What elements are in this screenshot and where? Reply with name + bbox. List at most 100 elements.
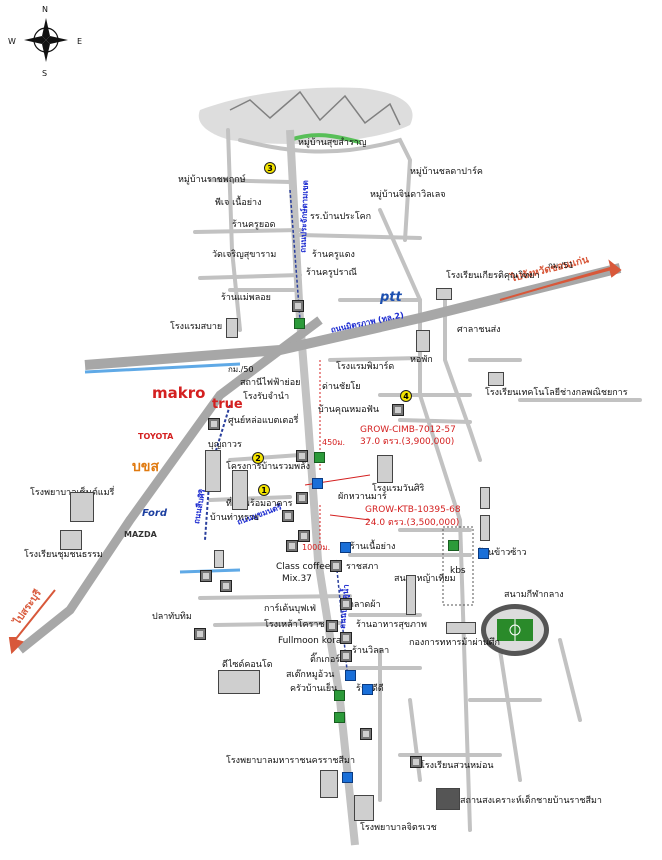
- label-stadium: สนามกีฬากลาง: [504, 590, 564, 600]
- label-mix37: Mix.37: [282, 574, 312, 584]
- label-ban-khun-moh: บ้านคุณหมอฟัน: [318, 405, 380, 415]
- label-km50: กม./50: [228, 365, 254, 374]
- label-ban-nueaang: ร้านเนื้อย่าง: [350, 542, 396, 552]
- hill-area: [198, 87, 413, 145]
- poi-square: [194, 628, 206, 640]
- poi-square: [220, 580, 232, 592]
- label-chef-inter: สนามหญ้าเทียม: [394, 574, 456, 584]
- label-school-kiat: โรงเรียนเกียรติคุณวิทยา: [446, 271, 540, 281]
- poi-square: [292, 300, 304, 312]
- green-poi: [448, 540, 459, 551]
- poi-square: [296, 492, 308, 504]
- building-right-3: [406, 575, 416, 615]
- building-center-2: [232, 470, 248, 510]
- building-wansiri: [377, 455, 393, 483]
- blue-poi: [478, 548, 489, 559]
- label-dist-1000: 1000ม.: [302, 543, 331, 552]
- label-village-chinda: หมู่บ้านจินดาวิลเลจ: [370, 190, 446, 200]
- blue-poi: [340, 542, 351, 553]
- label-land-sale: ที่ดินพร้อมอาคาร: [226, 499, 293, 509]
- poi-square: [330, 560, 342, 572]
- label-school-prakhok: รร.บ้านประโคก: [310, 212, 372, 222]
- label-grow-ktb-area: 24.0 ตรว.(3,500,000): [365, 518, 460, 528]
- label-pha-korat: ตลาดผ้า: [348, 600, 381, 610]
- building-hospital-maharat: [320, 770, 338, 798]
- blue-poi: [362, 684, 373, 695]
- marker-2[interactable]: 2: [252, 452, 264, 464]
- blue-poi: [345, 670, 356, 681]
- marker-4[interactable]: 4: [400, 390, 412, 402]
- label-dist-450: 450ม.: [322, 438, 346, 447]
- poi-square: [200, 570, 212, 582]
- label-wat: วัดเจริญสุขาราม: [212, 250, 277, 260]
- building-center-1: [214, 550, 224, 568]
- toyota-logo: TOYOTA: [138, 432, 174, 441]
- building-school-chumchon: [60, 530, 82, 550]
- building-school-tech: [488, 372, 504, 386]
- ford-logo: Ford: [142, 508, 168, 519]
- label-chitchai: ร้านวิลลา: [352, 646, 390, 656]
- label-suppers-chit: ร้านอาหารสุขภาพ: [356, 620, 427, 630]
- label-sakhon: สเต๊กหมูอ้วน: [286, 670, 335, 680]
- label-ran-maepoy: ร้านแม่พลอย: [221, 293, 271, 303]
- label-fullmoon: Fullmoon korat: [278, 636, 345, 646]
- poi-square: [282, 510, 294, 522]
- poi-square: [296, 450, 308, 462]
- poi-square: [340, 632, 352, 644]
- label-village-suksamran: หมู่บ้านสุขสำราญ: [298, 138, 367, 148]
- label-post: กองการทหารม้าผ่านศึก: [409, 638, 500, 648]
- label-hotel-sabai: โรงแรมสบาย: [170, 322, 223, 332]
- label-kbs: kbs: [450, 566, 466, 576]
- poi-square: [392, 404, 404, 416]
- blue-poi: [312, 478, 323, 489]
- label-ran-khrulek: ร้านครูแดง: [312, 250, 355, 260]
- label-ban-tha-sai: บ้านท่าทราย: [210, 513, 259, 523]
- building-sathan: [436, 788, 460, 810]
- label-pho: หอพัก: [410, 355, 433, 365]
- building-right-2: [480, 515, 490, 541]
- label-school-tech: โรงเรียนเทคโนโลยีช่างกลพณิชยการ: [485, 388, 628, 398]
- poi-square: [360, 728, 372, 740]
- label-grow-ktb: GROW-KTB-10395-68: [365, 505, 461, 515]
- label-pachanumpla: ปลาทับทิม: [152, 612, 192, 622]
- blue-poi: [342, 772, 353, 783]
- label-dan-chaiyo: ด่านชัยโย: [322, 382, 361, 392]
- label-boonthavorn: บุญถาวร: [208, 440, 242, 450]
- building-boonthavorn: [205, 450, 221, 492]
- label-ran-khruprani: ร้านครูปราณี: [306, 268, 357, 278]
- label-phak-mahachai: ผักหวานมาร์: [338, 492, 387, 502]
- compass-w: W: [8, 37, 16, 46]
- label-krungthai: โครงการบ้านรวมพลัง: [226, 462, 311, 472]
- label-hospital-maharat: โรงพยาบาลมหาราชนครราชสีมา: [226, 756, 356, 766]
- label-grow-cimb-area: 37.0 ตรว.(3,900,000): [360, 437, 455, 447]
- marker-3[interactable]: 3: [264, 162, 276, 174]
- label-village-chonlada: หมู่บ้านชลดาปาร์ค: [410, 167, 483, 177]
- building-post: [446, 622, 476, 634]
- poi-square: [340, 650, 352, 662]
- label-hotel-wansiri: โรงแรมวันศิริ: [372, 484, 425, 494]
- label-sala: ศาลาชนส่ง: [457, 325, 501, 335]
- label-school-chumchon: โรงเรียนชุมชนธรรม: [24, 550, 103, 560]
- compass-s: S: [42, 69, 48, 78]
- building-hotel-sabai: [226, 318, 238, 338]
- compass-n: N: [42, 5, 48, 14]
- building-school-kiat: [436, 288, 452, 300]
- label-class-cafe: Class coffee: [276, 562, 331, 572]
- building-hospital-sin: [70, 492, 94, 522]
- building-mall: [218, 670, 260, 694]
- poi-square: [286, 540, 298, 552]
- label-khao-man: ครัวบ้านเย็น: [290, 684, 338, 694]
- marker-1[interactable]: 1: [258, 484, 270, 496]
- poi-square: [208, 418, 220, 430]
- stadium-shape: [481, 604, 549, 656]
- label-mall-khon: ดีไซด์คอนโด: [222, 660, 273, 670]
- label-rong-lao: โรงเหล้าโคราช: [264, 620, 325, 630]
- green-poi: [294, 318, 305, 329]
- compass-rose: [24, 18, 68, 62]
- building-pho: [416, 330, 430, 352]
- label-karaoke: การ์เด้นบุฟเฟ่: [264, 604, 316, 614]
- makro-logo: makro: [152, 384, 206, 402]
- label-bang-sao: ร้านข้าวซ้าว: [478, 548, 527, 558]
